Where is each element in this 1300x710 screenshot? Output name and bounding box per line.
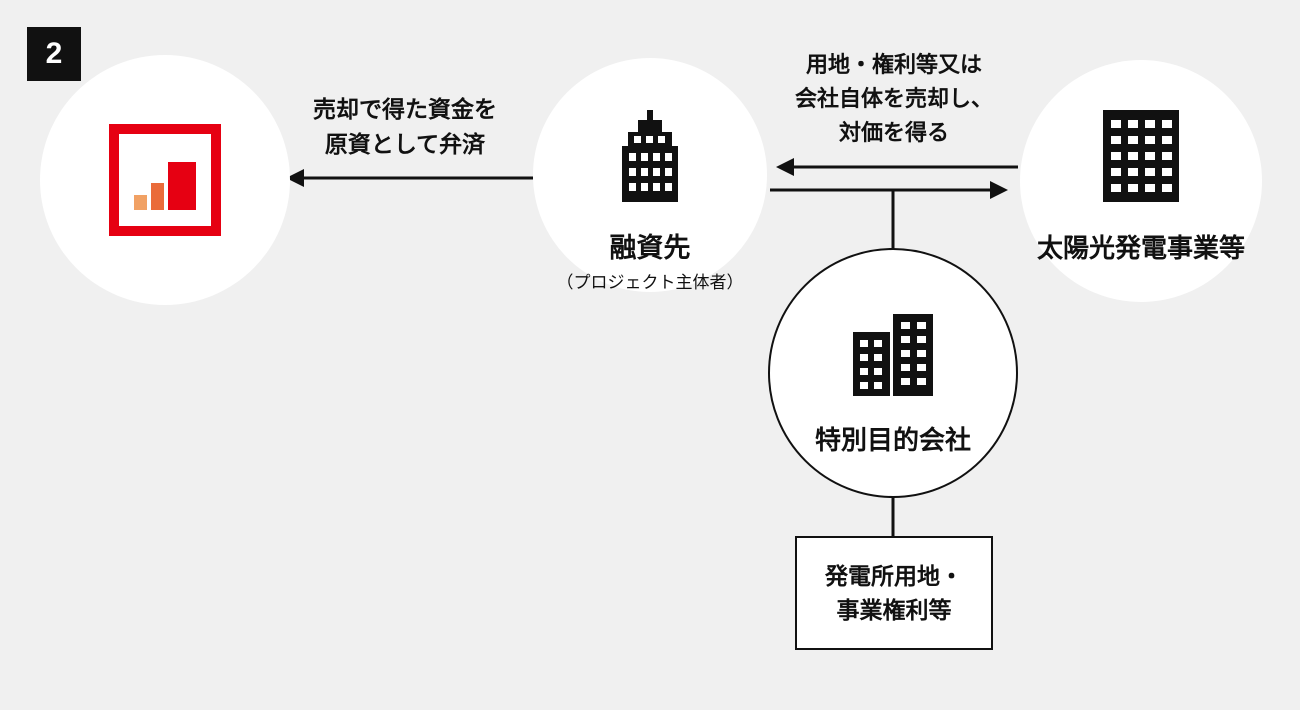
sale-label-line3: 対価を得る <box>838 120 949 146</box>
asset-box-line2: 事業権利等 <box>836 597 952 623</box>
asset-box-line1: 発電所用地・ <box>825 562 963 589</box>
sale-label-line1: 用地・権利等又は <box>805 52 982 77</box>
bank-logo-bar-medium <box>151 183 164 210</box>
bank-logo-icon <box>109 124 221 236</box>
step-badge: 2 <box>27 27 81 81</box>
bank-logo-bar-large <box>168 162 196 210</box>
twin-buildings-icon <box>853 314 933 396</box>
office-tower-icon <box>622 110 678 202</box>
sale-arrow-label: 用地・権利等又は 会社自体を売却し、 対価を得る <box>770 48 1018 150</box>
borrower-label: 融資先 <box>609 233 691 263</box>
sale-label-line2: 会社自体を売却し、 <box>794 86 993 112</box>
office-building-icon <box>1103 110 1179 202</box>
repayment-label-line1: 売却で得た資金を <box>313 96 497 122</box>
repayment-label-line2: 原資として弁済 <box>324 130 486 157</box>
transfer-arrow-head <box>990 181 1008 199</box>
solar-label: 太陽光発電事業等 <box>1036 233 1245 263</box>
step-badge-number: 2 <box>45 37 63 70</box>
repayment-arrow-label: 売却で得た資金を 原資として弁済 <box>255 92 555 161</box>
bank-logo-bar-small <box>134 195 147 210</box>
borrower-sublabel: （プロジェクト主体者） <box>556 273 744 292</box>
bank-node <box>40 55 290 305</box>
asset-box: 発電所用地・ 事業権利等 <box>795 536 993 650</box>
sale-arrow-head <box>776 158 794 176</box>
spc-label: 特別目的会社 <box>814 425 971 455</box>
